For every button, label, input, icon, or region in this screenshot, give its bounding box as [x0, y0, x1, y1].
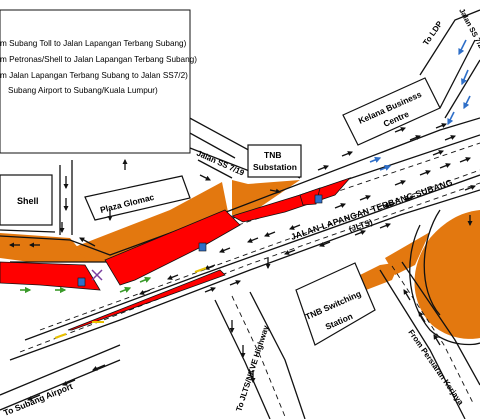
construction-zones — [0, 177, 352, 331]
sign-icon — [314, 194, 323, 204]
buildings — [0, 77, 441, 346]
barrier-icon — [54, 333, 67, 339]
legend-item-4: Subang Airport to Subang/Kuala Lumpur) — [8, 86, 158, 95]
landscape-areas — [0, 180, 480, 339]
shell-building — [0, 174, 53, 226]
landscape-right-lower — [385, 232, 430, 275]
label-jalan-ss7-2: Jalan SS 7/2 — [457, 7, 480, 50]
label-to-subang-airport: To Subang Airport — [2, 381, 74, 418]
tnb-switching-station — [295, 262, 376, 346]
kelana-business-centre — [342, 77, 441, 146]
label-tnb-substation-2: Substation — [253, 162, 297, 172]
construction-zone-bottom — [67, 269, 226, 331]
legend-box — [0, 9, 191, 154]
plaza-glomac-building — [84, 175, 191, 221]
label-shell: Shell — [17, 196, 39, 206]
label-tnb-substation-1: TNB — [264, 150, 281, 160]
landscape-centre-strip — [232, 180, 300, 215]
legend-items: m Subang Toll to Jalan Lapangan Terbang … — [0, 39, 197, 95]
legend-item-1: m Subang Toll to Jalan Lapangan Terbang … — [0, 39, 187, 48]
tnb-substation-building — [247, 144, 302, 178]
sign-icon — [77, 277, 86, 287]
barrier-icon — [91, 269, 103, 281]
landscape-plaza-triangle — [72, 182, 228, 262]
label-from-persiaran-kerjaya: From Persiaran Kerjaya — [406, 328, 465, 407]
direction-arrows-black — [8, 123, 476, 401]
legend-item-2: m Petronas/Shell to Jalan Lapangan Terba… — [0, 55, 197, 64]
sign-icon — [198, 242, 207, 252]
direction-arrows-green — [20, 276, 152, 294]
barrier-icon — [194, 267, 207, 273]
road-sign-icons — [54, 194, 323, 339]
landscape-right-circle — [414, 210, 480, 339]
direction-arrows-blue — [369, 39, 471, 171]
label-to-ldp: To LDP — [421, 19, 444, 47]
label-to-nkve: To JLTS/NKVE Highway — [234, 324, 271, 413]
legend-item-3: m Jalan Lapangan Terbang Subang to Jalan… — [0, 71, 188, 80]
construction-zone-left — [0, 261, 101, 291]
